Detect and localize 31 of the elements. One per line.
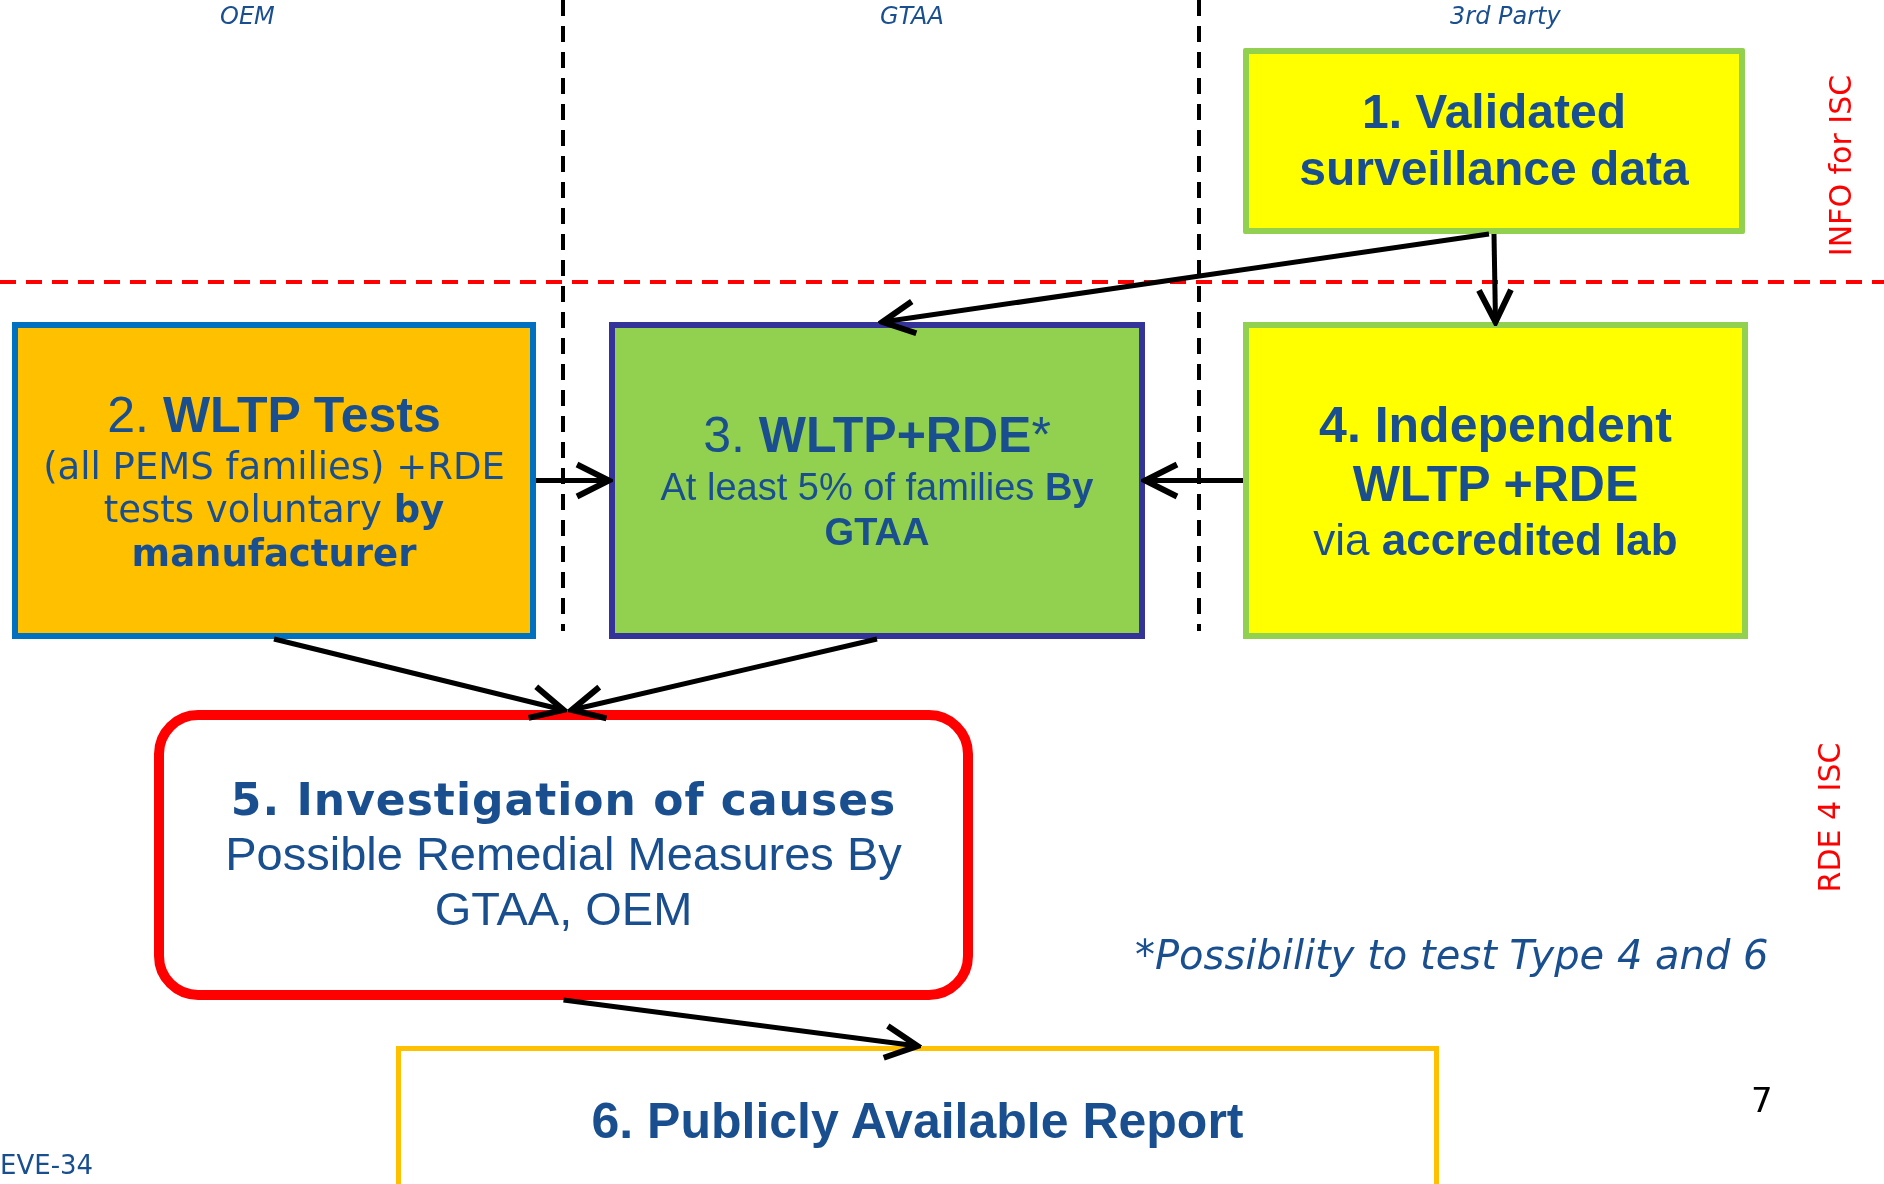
page-number: 7 bbox=[1751, 1080, 1773, 1120]
process-box bbox=[609, 322, 1145, 639]
node-body: Possible Remedial Measures By GTAA, OEM bbox=[224, 825, 903, 937]
arrow bbox=[568, 636, 878, 722]
arrow bbox=[273, 636, 567, 721]
column-heading: GTAA bbox=[880, 2, 944, 30]
arrow bbox=[563, 997, 921, 1061]
process-box bbox=[396, 1046, 1439, 1184]
process-box bbox=[1243, 48, 1745, 234]
node-title: 3. WLTP+RDE* bbox=[703, 406, 1051, 466]
node-title: 6. Publicly Available Report bbox=[591, 1091, 1244, 1151]
slide-reference: EVE-34 bbox=[0, 1150, 94, 1180]
node-body: (all PEMS families) +RDE tests voluntary by manufacturer bbox=[42, 444, 506, 576]
node-title: 1. Validated surveillance data bbox=[1298, 84, 1690, 197]
column-heading: 3rd Party bbox=[1450, 2, 1561, 30]
arrow bbox=[536, 461, 612, 500]
side-note: INFO for ISC bbox=[1823, 74, 1859, 257]
footnote: *Possibility to test Type 4 and 6 bbox=[1135, 932, 1769, 978]
node-title: 2. WLTP Tests bbox=[107, 385, 441, 445]
arrow bbox=[879, 231, 1490, 337]
node-body: At least 5% of families By GTAA bbox=[659, 465, 1095, 555]
side-note: RDE 4 ISC bbox=[1812, 742, 1848, 893]
arrow bbox=[1142, 461, 1243, 500]
process-box bbox=[154, 710, 973, 1000]
arrow bbox=[1475, 233, 1514, 325]
process-box bbox=[12, 322, 536, 639]
column-heading: OEM bbox=[220, 2, 275, 30]
node-body: via accredited lab bbox=[1313, 513, 1678, 566]
node-title: 4. Independent WLTP +RDE bbox=[1318, 395, 1673, 514]
process-box bbox=[1243, 322, 1748, 639]
node-title: 5. Investigation of causes bbox=[230, 773, 897, 826]
